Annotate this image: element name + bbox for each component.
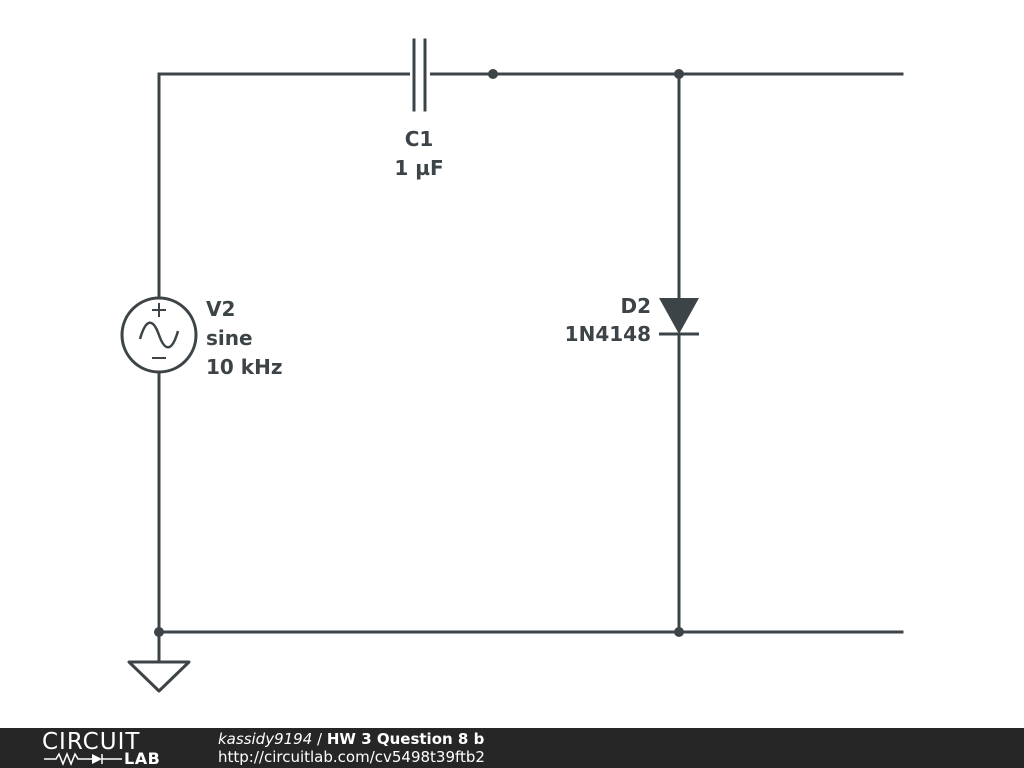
circuit-schematic: C1 1 µF V2 sine 10 kHz D2 1N4148 [120,38,904,693]
capacitor-value-label: 1 µF [394,156,443,180]
source-frequency-label: 10 kHz [206,355,282,379]
source-type-label: sine [206,326,253,350]
junction-dot [154,627,164,637]
capacitor-name-label: C1 [405,127,434,151]
wire-left-top [157,72,416,300]
junction-dot [488,69,498,79]
diode-d2 [659,298,699,336]
author-link[interactable]: kassidy9194 [218,730,313,748]
ground-symbol [127,660,191,693]
circuit-meta: kassidy9194 / HW 3 Question 8 b http://c… [218,730,485,766]
logo-lab-text: LAB [124,749,161,768]
footer-bar: CIRCUIT LAB kassidy9194 / HW 3 Question … [0,728,1024,768]
capacitor-c1 [410,38,430,112]
logo-circuit-text: CIRCUIT [42,729,141,755]
diode-part-label: 1N4148 [565,322,651,346]
circuit-url-link[interactable]: http://circuitlab.com/cv5498t39ftb2 [218,748,485,766]
separator: / [317,730,323,748]
source-name-label: V2 [206,297,235,321]
circuitlab-logo[interactable]: CIRCUIT LAB [42,729,176,768]
junction-dot [674,627,684,637]
diode-name-label: D2 [620,294,651,318]
sine-source-v2 [120,296,198,374]
resistor-diode-logo-icon [44,752,122,766]
junction-dot [674,69,684,79]
circuit-title[interactable]: HW 3 Question 8 b [326,730,485,748]
